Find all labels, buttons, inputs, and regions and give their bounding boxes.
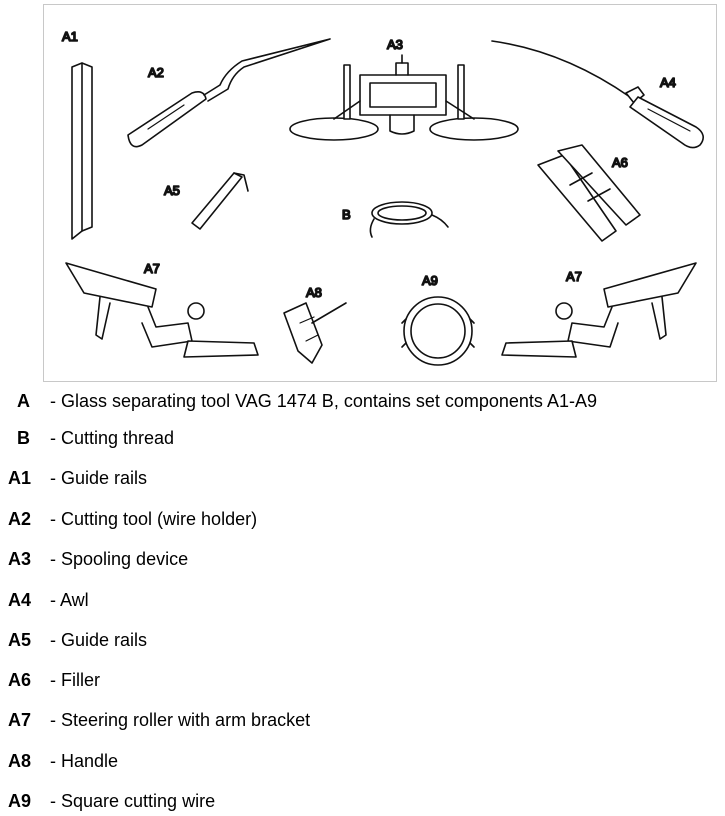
legend-code: B bbox=[17, 428, 30, 448]
legend-text: - Cutting thread bbox=[50, 428, 175, 448]
callout-a7-left: A7 bbox=[144, 261, 160, 276]
callout-a2: A2 bbox=[148, 65, 164, 80]
legend-text: - Steering roller with arm bracket bbox=[50, 710, 311, 730]
legend-text: - Filler bbox=[50, 670, 100, 690]
legend-code: A1 bbox=[8, 468, 32, 488]
legend-text: - Glass separating tool VAG 1474 B, cont… bbox=[50, 391, 597, 411]
filler-a6 bbox=[537, 144, 641, 242]
legend-text: - Spooling device bbox=[50, 549, 189, 569]
callout-a4: A4 bbox=[660, 75, 676, 90]
guide-rail-a1 bbox=[71, 62, 93, 240]
legend-text: - Guide rails bbox=[50, 468, 148, 488]
awl-a4 bbox=[491, 40, 704, 149]
legend-code: A8 bbox=[8, 751, 32, 771]
callout-a9: A9 bbox=[422, 273, 438, 288]
legend-text: - Guide rails bbox=[50, 630, 148, 650]
legend-text: - Square cutting wire bbox=[50, 791, 216, 811]
legend-text: - Awl bbox=[50, 590, 89, 610]
legend-row: A2 - Cutting tool (wire holder) bbox=[0, 506, 725, 532]
tool-set-drawing: A1 A2 A3 A4 bbox=[61, 28, 704, 366]
callout-a1: A1 bbox=[62, 29, 78, 44]
steering-roller-a7-right bbox=[501, 262, 697, 358]
legend-code: A7 bbox=[8, 710, 32, 730]
square-cutting-wire-a9 bbox=[401, 296, 475, 366]
callout-a8: A8 bbox=[306, 285, 322, 300]
callout-a5: A5 bbox=[164, 183, 180, 198]
legend-code: A6 bbox=[8, 670, 32, 690]
cutting-thread-b bbox=[369, 201, 449, 238]
legend-code: A bbox=[17, 391, 30, 411]
legend-row: A6 - Filler bbox=[0, 667, 725, 693]
callout-a7-right: A7 bbox=[566, 269, 582, 284]
legend-code: A5 bbox=[8, 630, 32, 650]
legend-code: A9 bbox=[8, 791, 32, 811]
legend-row: A3 - Spooling device bbox=[0, 546, 725, 572]
tool-set-illustration: A1 A2 A3 A4 bbox=[43, 4, 717, 382]
legend-row: A1 - Guide rails bbox=[0, 465, 725, 491]
legend-row: A8 - Handle bbox=[0, 748, 725, 774]
legend-text: - Cutting tool (wire holder) bbox=[50, 509, 258, 529]
handle-a8 bbox=[283, 302, 347, 364]
legend-code: A2 bbox=[8, 509, 32, 529]
cutting-tool-a2 bbox=[127, 38, 331, 148]
spooling-device-a3 bbox=[289, 54, 519, 141]
legend-text: - Handle bbox=[50, 751, 119, 771]
legend-row: A7 - Steering roller with arm bracket bbox=[0, 707, 725, 733]
guide-rail-a5 bbox=[191, 172, 249, 230]
legend-code: A3 bbox=[8, 549, 32, 569]
callout-b: B bbox=[342, 207, 351, 222]
legend-row: A9 - Square cutting wire bbox=[0, 788, 725, 814]
legend-code: A4 bbox=[8, 590, 32, 610]
callout-a3: A3 bbox=[387, 37, 403, 52]
legend-row: A5 - Guide rails bbox=[0, 627, 725, 653]
legend-row: A4 - Awl bbox=[0, 587, 725, 613]
callout-a6: A6 bbox=[612, 155, 628, 170]
legend-row: B - Cutting thread bbox=[0, 425, 725, 451]
steering-roller-a7-left bbox=[65, 262, 259, 358]
legend-row: A - Glass separating tool VAG 1474 B, co… bbox=[0, 388, 725, 414]
